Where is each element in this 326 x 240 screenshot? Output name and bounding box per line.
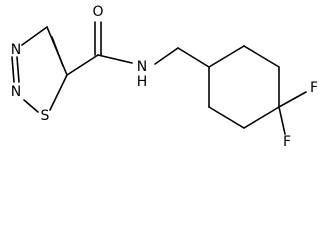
bond-n3-n2-inner	[11, 56, 15, 83]
bond-ring-6-1	[208, 45, 245, 68]
chemical-structure: O N H S N N F F	[11, 4, 318, 150]
bond-c4-c5-inner	[51, 36, 64, 67]
bond-ring-5-6	[243, 45, 280, 68]
bond-c-f1	[278, 91, 307, 108]
atom-nitrogen-2: N	[11, 84, 21, 100]
bond-carbonyl-n	[97, 54, 133, 64]
atom-nitrogen-3: N	[11, 42, 21, 58]
bond-c-f2	[278, 106, 286, 135]
atom-amide-nitrogen: N	[137, 59, 147, 75]
atom-oxygen: O	[92, 4, 103, 20]
fluorine-bonds	[278, 91, 307, 135]
bond-ring-3-4	[243, 106, 280, 129]
atom-labels: O N H S N N F F	[11, 4, 318, 150]
bond-s1-c5	[49, 74, 68, 111]
bond-ring-2-3	[208, 106, 245, 129]
atom-amide-hydrogen: H	[137, 74, 148, 90]
atom-sulfur: S	[41, 108, 50, 124]
bond-n3-n2	[16, 56, 20, 83]
cyclohexane-ring-bonds	[208, 45, 280, 129]
thiadiazole-ring-bonds	[11, 26, 68, 113]
bond-c5-carbonyl	[66, 54, 99, 76]
bond-n-ch2	[154, 47, 179, 65]
bond-ch2-ring	[177, 47, 210, 68]
bond-n2-s1	[23, 99, 39, 113]
atom-fluorine-1: F	[310, 80, 318, 96]
atom-fluorine-2: F	[283, 134, 291, 150]
bond-c4-n3	[21, 26, 48, 46]
amide-bonds	[66, 21, 210, 76]
